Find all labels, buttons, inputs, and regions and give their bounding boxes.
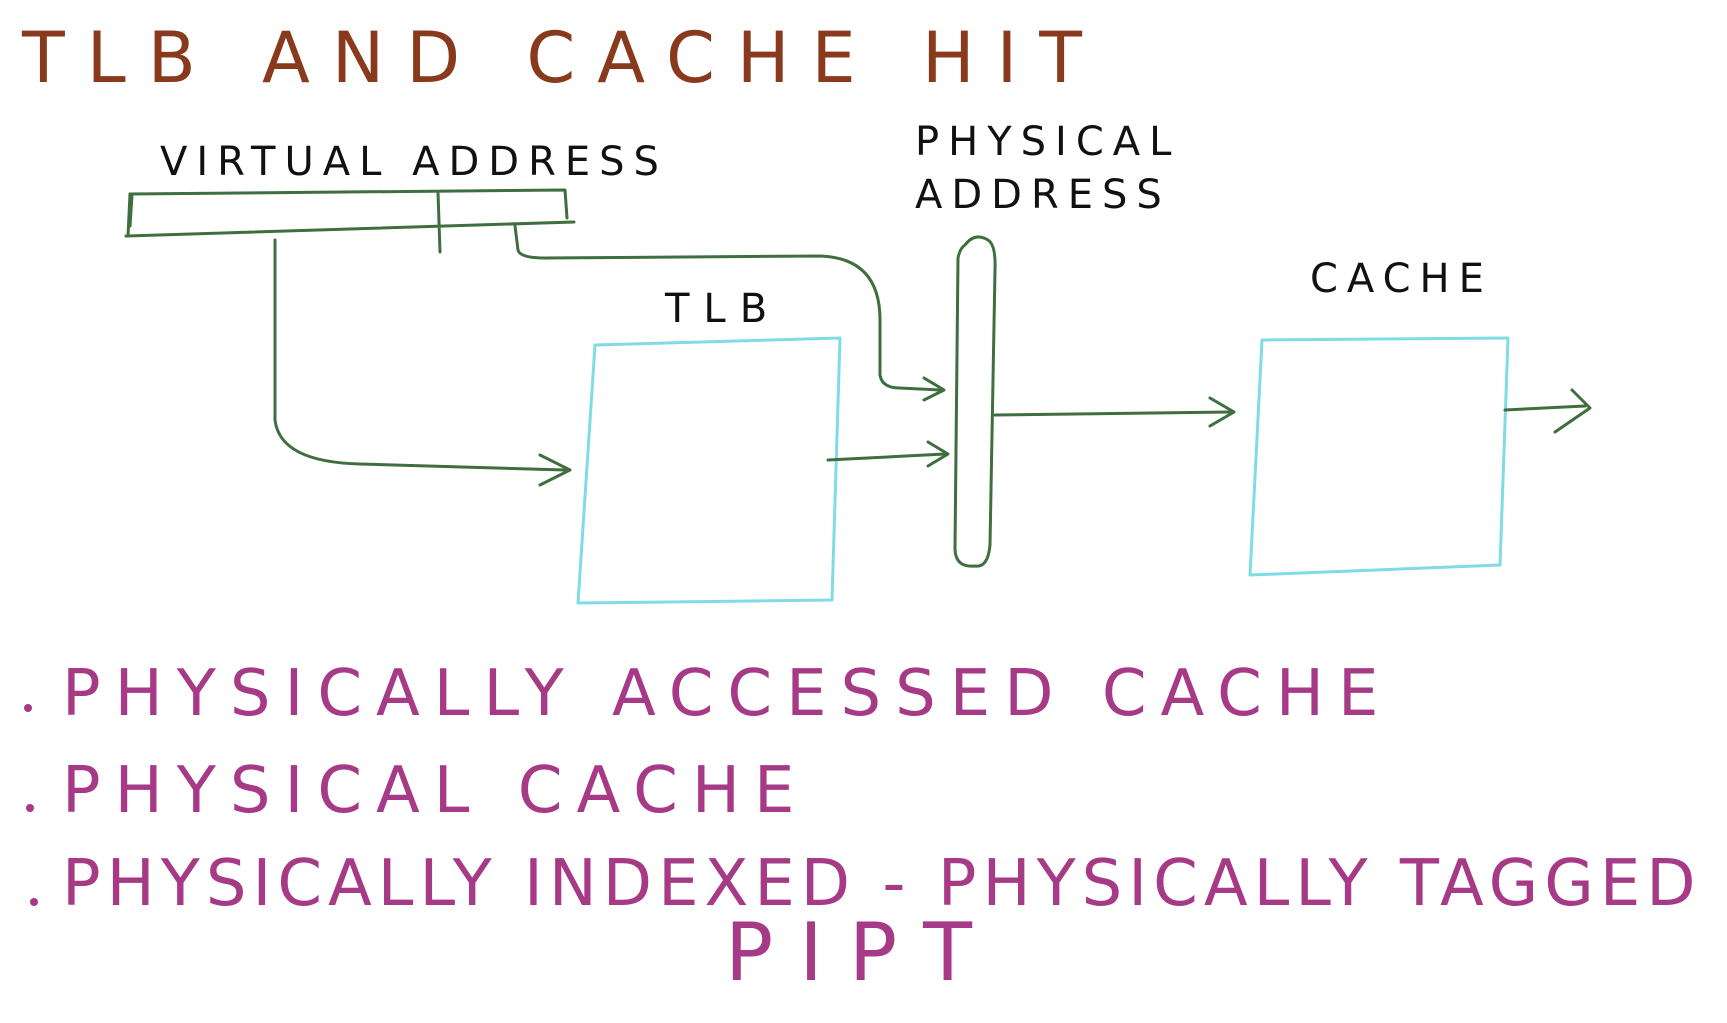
page-title: TLB AND CACHE HIT [21,17,1104,99]
page-number-arrowhead [538,453,572,487]
tlb-output-arrow [826,452,947,462]
physical-address-label-line1: PHYSICAL [915,119,1180,165]
physical-to-cache-arrow [993,410,1232,417]
bullet-2 [26,804,34,812]
physical-address-label-line2: ADDRESS [915,172,1171,218]
cache-box [1248,336,1510,577]
cache-label: CACHE [1310,256,1493,302]
page-offset-arrowhead [922,376,946,402]
virtual-address-register [124,188,576,254]
physical-to-cache-arrowhead [1208,396,1236,428]
cache-output-arrowhead [1553,388,1592,434]
note-item-3: PHYSICALLY INDEXED - PHYSICALLY TAGGED C… [62,847,1727,921]
tlb-label: TLB [664,286,781,332]
tlb-output-arrowhead [926,440,950,468]
pipt-acronym: PIPT [725,906,998,999]
tlb-box [576,336,842,605]
cache-output-arrow [1503,404,1587,412]
bullet-3 [30,898,38,906]
physical-address-bar [953,235,997,568]
virtual-address-label: VIRTUAL ADDRESS [160,139,668,185]
bullet-1 [24,704,32,712]
page-number-arrow [273,238,567,472]
page-offset-arrow [513,224,942,392]
note-item-1: PHYSICALLY ACCESSED CACHE [62,657,1392,731]
note-item-2: PHYSICAL CACHE [62,754,808,828]
